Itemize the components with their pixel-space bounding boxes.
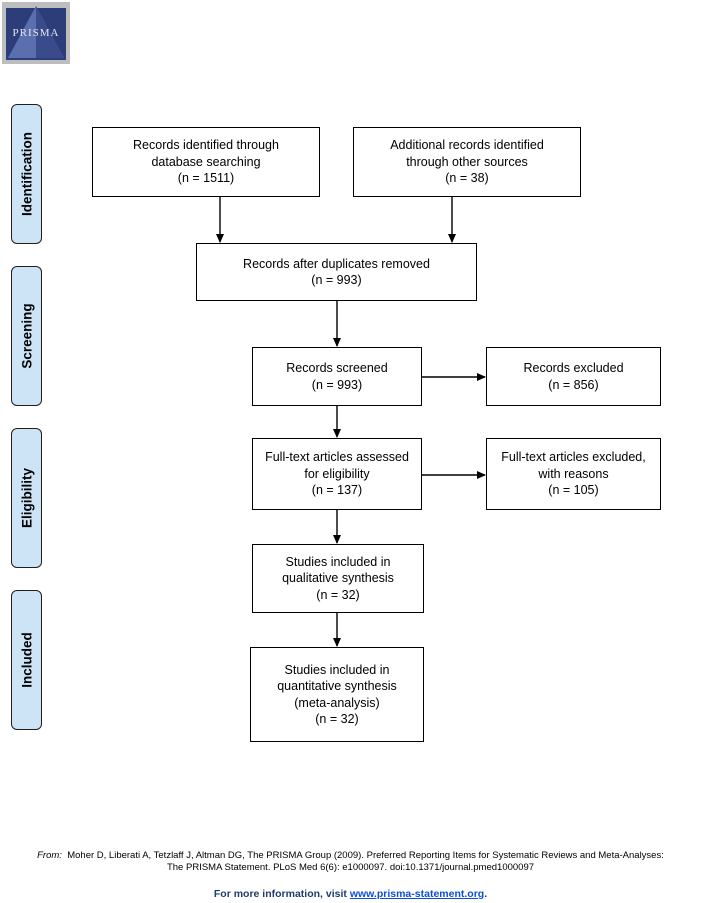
box-line: through other sources — [406, 154, 528, 169]
box-after-duplicates: Records after duplicates removed (n = 99… — [196, 243, 477, 301]
box-count: (n = 105) — [548, 483, 599, 498]
stage-screening: Screening — [11, 266, 42, 406]
box-line: for eligibility — [304, 466, 370, 481]
box-line: with reasons — [538, 466, 609, 481]
prisma-logo-graphic — [2, 2, 70, 64]
more-info-suffix: . — [484, 888, 488, 900]
stage-eligibility: Eligibility — [11, 428, 42, 568]
prisma-logo: PRISMA — [2, 2, 70, 64]
citation-text-2: The PRISMA Statement. PLoS Med 6(6): e10… — [166, 862, 535, 873]
box-line: qualitative synthesis — [282, 571, 394, 586]
box-count: (n = 993) — [311, 377, 363, 392]
box-count: (n = 856) — [548, 377, 599, 392]
box-count: (n = 993) — [311, 273, 362, 287]
box-line: database searching — [151, 154, 261, 169]
box-count: (n = 137) — [311, 483, 363, 498]
citation-from-label: From: — [37, 850, 62, 861]
box-line: Records excluded — [523, 361, 624, 375]
box-count: (n = 1511) — [177, 171, 235, 186]
box-line: Studies included in — [284, 662, 390, 677]
box-count: (n = 38) — [445, 171, 489, 186]
more-info-prefix: For more information, visit — [213, 888, 350, 900]
box-records-excluded: Records excluded (n = 856) — [486, 347, 661, 406]
box-count: (n = 32) — [316, 587, 360, 602]
box-line: Full-text articles excluded, — [501, 450, 646, 465]
box-line: quantitative synthesis — [277, 679, 397, 693]
box-quantitative-synthesis: Studies included in quantitative synthes… — [250, 647, 424, 742]
box-fulltext-assessed: Full-text articles assessed for eligibil… — [252, 438, 422, 510]
stage-identification: Identification — [11, 104, 42, 244]
prisma-logo-text: PRISMA — [12, 27, 60, 39]
box-line: Additional records identified — [390, 138, 544, 153]
more-info: For more information, visit www.prisma-s… — [0, 888, 701, 900]
box-qualitative-synthesis: Studies included in qualitative synthesi… — [252, 544, 424, 613]
box-other-sources: Additional records identified through ot… — [353, 127, 581, 197]
stage-included: Included — [11, 590, 42, 730]
box-fulltext-excluded: Full-text articles excluded, with reason… — [486, 438, 661, 510]
box-count: (n = 32) — [315, 712, 359, 726]
box-line: Studies included in — [285, 554, 391, 569]
citation: From: Moher D, Liberati A, Tetzlaff J, A… — [0, 850, 701, 874]
box-line: Full-text articles assessed — [265, 450, 409, 465]
citation-text-1: Moher D, Liberati A, Tetzlaff J, Altman … — [67, 850, 664, 861]
box-line: Records after duplicates removed — [243, 256, 430, 271]
prisma-website-link[interactable]: www.prisma-statement.org — [349, 888, 485, 900]
box-database-search: Records identified through database sear… — [92, 127, 320, 197]
box-records-screened: Records screened (n = 993) — [252, 347, 422, 406]
box-line: (meta-analysis) — [294, 695, 380, 710]
box-line: Records identified through — [133, 138, 279, 153]
box-line: Records screened — [286, 361, 388, 375]
citation-line-1: From: Moher D, Liberati A, Tetzlaff J, A… — [0, 850, 701, 862]
